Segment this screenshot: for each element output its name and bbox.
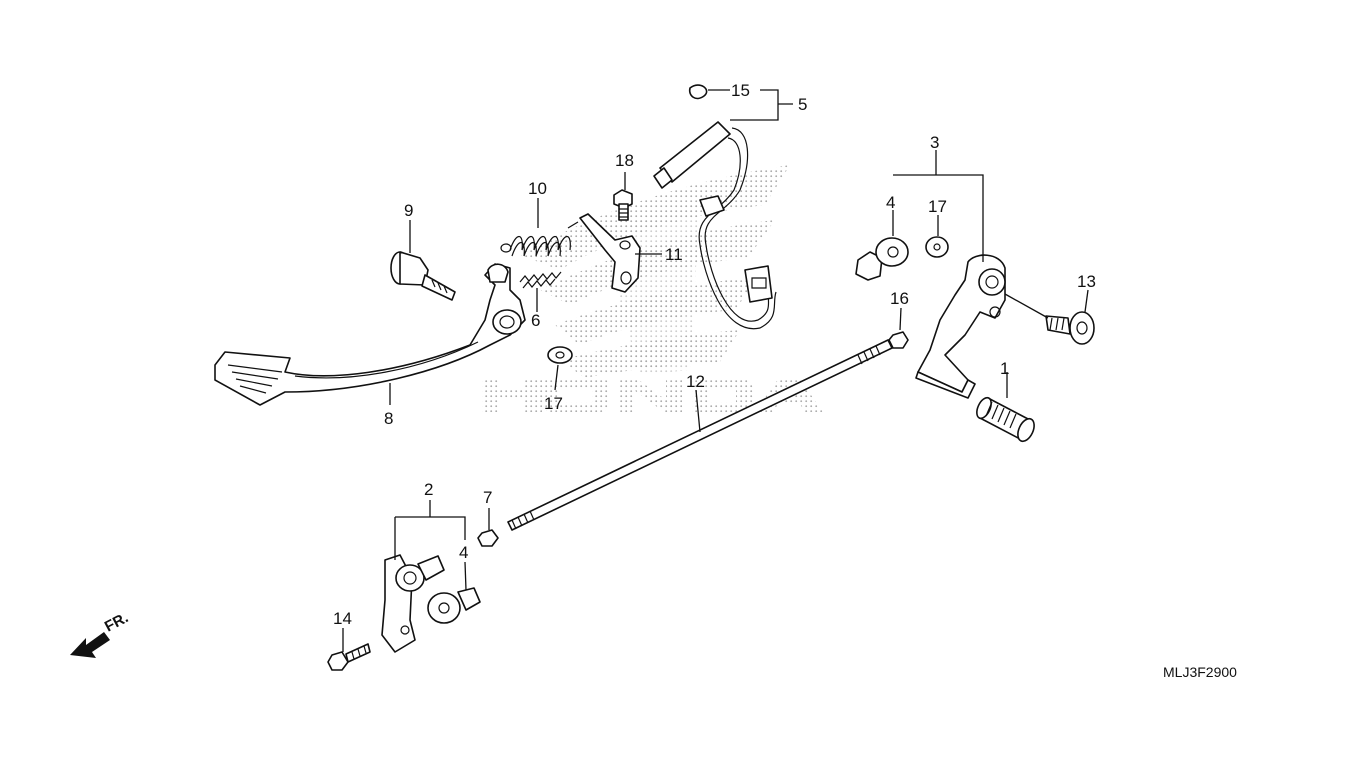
pivot-bolt (390, 251, 456, 301)
gearshift-pedal (915, 254, 1006, 399)
small-spring (519, 271, 562, 289)
rod-nut-left (477, 529, 499, 547)
shift-arm-bolt (327, 643, 371, 671)
honda-wing-watermark (482, 165, 823, 412)
washer-right (925, 236, 949, 258)
callout-1: 1 (1000, 359, 1009, 378)
callout-5: 5 (798, 95, 807, 114)
shift-rod (507, 339, 893, 531)
rod-end-left (427, 587, 481, 624)
switch-bracket (579, 213, 641, 293)
front-marker-label: FR. (102, 609, 131, 635)
shift-pivot-bolt (1045, 311, 1095, 345)
callout-2: 2 (424, 480, 433, 499)
rod-nut-right (888, 331, 909, 349)
callout-10: 10 (528, 179, 547, 198)
callout-11: 11 (665, 245, 683, 264)
callout-4-right: 4 (886, 193, 895, 212)
callout-9: 9 (404, 201, 413, 220)
callout-16: 16 (890, 289, 909, 308)
shift-arm (381, 554, 445, 653)
front-direction-arrow: FR. (70, 609, 131, 658)
brake-light-switch (653, 121, 777, 330)
callout-8: 8 (384, 409, 393, 428)
callout-15: 15 (731, 81, 750, 100)
brake-pedal (214, 263, 526, 406)
callout-6: 6 (531, 311, 540, 330)
callout-14: 14 (333, 609, 352, 628)
callout-3: 3 (930, 133, 939, 152)
callout-labels: 1 2 3 4 4 5 6 7 8 9 10 11 12 13 14 15 16… (333, 81, 1096, 628)
return-spring (500, 221, 579, 257)
callout-18: 18 (615, 151, 634, 170)
drawing-code: MLJ3F2900 (1163, 664, 1237, 680)
callout-17-left: 17 (544, 394, 563, 413)
rod-end-right (855, 237, 909, 281)
callout-13: 13 (1077, 272, 1096, 291)
leader-lines (342, 89, 1089, 652)
shift-rubber (976, 396, 1035, 443)
bracket-bolt (613, 189, 633, 221)
switch-clip (688, 84, 708, 100)
callout-12: 12 (686, 372, 705, 391)
callout-4-left: 4 (459, 543, 468, 562)
washer-left (547, 346, 573, 364)
callout-17-right: 17 (928, 197, 947, 216)
callout-7: 7 (483, 488, 492, 507)
